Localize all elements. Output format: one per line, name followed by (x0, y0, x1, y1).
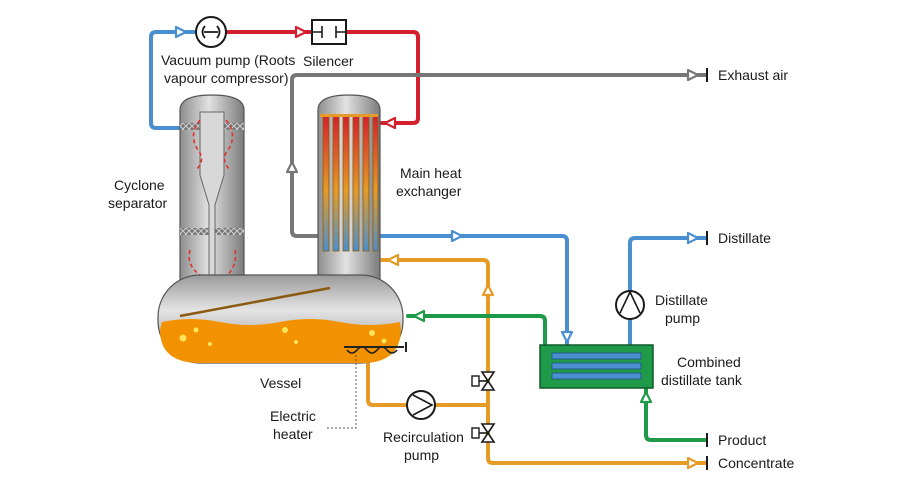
label-vacuum-pump-line1: Vacuum pump (Roots (161, 52, 295, 68)
arrow-product-up (639, 390, 653, 404)
label-main-hx-line2: exchanger (396, 183, 462, 199)
valve-lower (471, 423, 496, 443)
arrow-hx-inlet (383, 116, 397, 130)
valve-upper (471, 371, 496, 391)
tank-to-vessel-pipe (406, 314, 547, 347)
product-pipe (644, 386, 707, 442)
combined-distillate-tank (539, 344, 654, 389)
vacuum-pump (195, 16, 227, 48)
label-combined-tank-line2: distillate tank (661, 372, 743, 388)
arrow-tank-inlet (560, 330, 574, 344)
label-electric-heater-line2: heater (273, 426, 313, 442)
label-product: Product (718, 432, 766, 448)
exhaust-pipe (290, 73, 707, 238)
main-heat-exchanger (317, 94, 381, 286)
label-main-hx-line1: Main heat (400, 165, 462, 181)
arrow-exhaust-up (285, 160, 299, 174)
silencer (311, 19, 347, 45)
cyclone-to-pump-pipe (149, 30, 200, 130)
label-distillate: Distillate (718, 230, 771, 246)
cyclone-separator (179, 94, 245, 301)
label-vessel: Vessel (260, 375, 301, 391)
arrow-vessel-inlet (412, 309, 426, 323)
label-vacuum-pump-line2: vapour compressor) (164, 70, 289, 86)
arrow-concentrate-out (686, 456, 700, 470)
label-recirculation-pump-line1: Recirculation (383, 429, 464, 445)
label-cyclone-line1: Cyclone (114, 177, 165, 193)
label-combined-tank-line1: Combined (677, 354, 741, 370)
arrow-distillate-out (686, 231, 700, 245)
distillate-pump (615, 290, 645, 320)
recirculation-pump (406, 390, 436, 420)
arrow-exhaust-out (686, 68, 700, 82)
hx-to-tank-pipe (376, 234, 569, 347)
recirculation-return-pipe (380, 258, 490, 407)
vessel-to-pump-pipe (366, 350, 490, 407)
arrow-pump-inlet (174, 25, 188, 39)
label-electric-heater-line1: Electric (270, 408, 316, 424)
vessel (157, 274, 404, 364)
label-recirculation-pump-line2: pump (404, 447, 439, 463)
label-concentrate: Concentrate (718, 455, 794, 471)
arrow-hx-return (386, 253, 400, 267)
arrow-recirc-up (481, 283, 495, 297)
arrow-distillate-right (450, 229, 464, 243)
label-distillate-pump-line2: pump (665, 310, 700, 326)
concentrate-pipe (486, 403, 707, 465)
silencer-to-hx-pipe (344, 30, 420, 125)
label-distillate-pump-line1: Distillate (655, 292, 708, 308)
label-cyclone-line2: separator (108, 195, 167, 211)
label-silencer: Silencer (303, 53, 354, 69)
distillate-pipe (628, 236, 707, 347)
electric-heater (325, 342, 407, 429)
label-exhaust-air: Exhaust air (718, 67, 788, 83)
arrow-silencer-inlet (294, 25, 308, 39)
